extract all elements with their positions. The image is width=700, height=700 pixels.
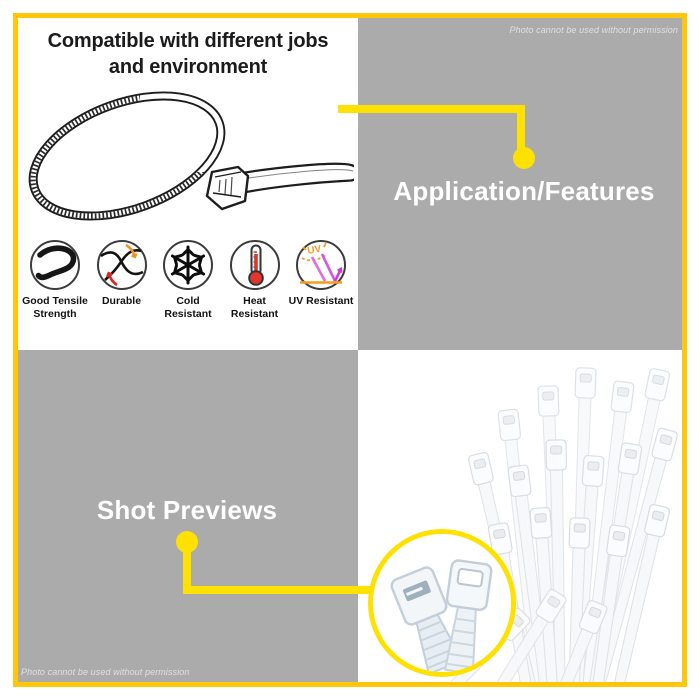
connector-line-shot [183,586,375,594]
heat-resistant-icon [229,240,280,290]
headline-line2: and environment [108,56,268,78]
application-features-label: Application/Features [393,176,655,206]
feature-list: Good Tensile Strength Durable [22,239,354,320]
shot-previews-label: Shot Previews [96,495,278,525]
feature-label: Durable [101,295,142,307]
feature-item-durable: Durable [89,239,155,320]
svg-text:UV: UV [307,244,323,257]
headline-line1: Compatible with different jobs [47,30,329,52]
bottom-left-panel [18,350,358,682]
durable-icon [96,240,147,290]
connector-dot-application [513,147,535,169]
feature-label: Good Tensile Strength [22,295,88,320]
feature-label: UV Resistant [288,295,354,307]
feature-label: Heat Resistant [230,295,279,320]
feature-item-tensile: Good Tensile Strength [22,239,88,320]
zoom-inset [368,529,516,677]
feature-item-cold: Cold Resistant [155,239,221,320]
feature-item-heat: Heat Resistant [222,239,288,320]
cable-tie-heads-closeup [373,534,511,672]
connector-dot-shot [176,531,198,553]
watermark-bottom: Photo cannot be used without permission [21,667,190,677]
tensile-strength-icon [30,240,80,290]
cold-resistant-icon [163,240,213,290]
connector-line-shot-vertical [183,548,191,592]
top-right-panel [358,18,682,350]
feature-label: Cold Resistant [164,295,212,320]
cable-tie-illustration [28,91,354,221]
connector-line-application [338,105,525,113]
connector-line-application-vertical [517,105,525,153]
uv-resistant-icon: UV [296,240,346,290]
headline: Compatible with different jobs and envir… [18,28,358,80]
feature-item-uv: UV UV Resistant [288,239,354,320]
watermark-top: Photo cannot be used without permission [509,25,678,35]
